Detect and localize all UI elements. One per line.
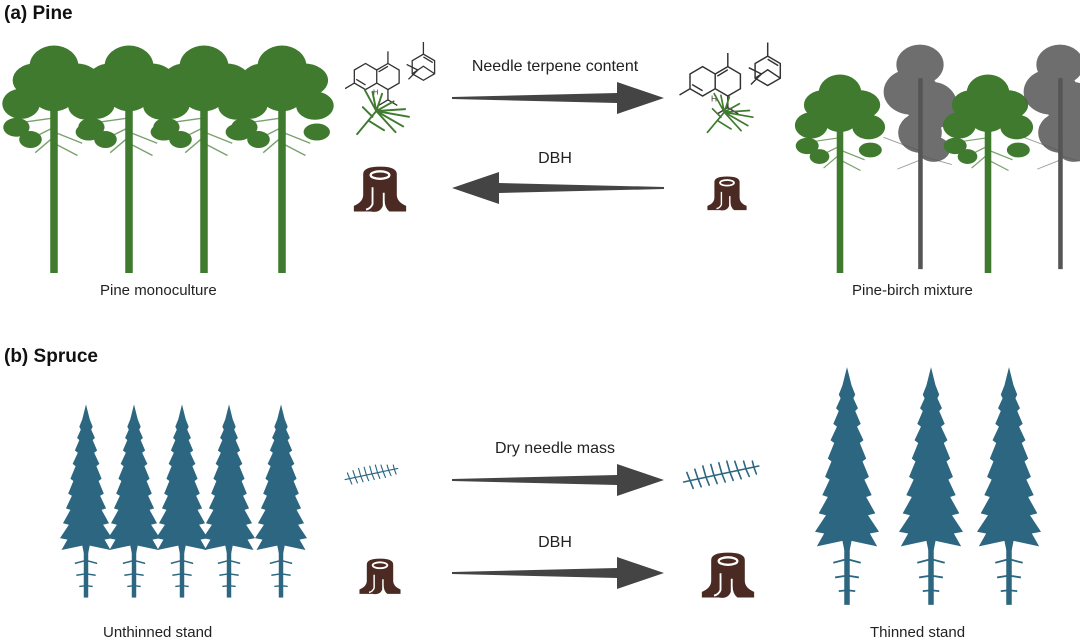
unthinned-stand-caption: Unthinned stand <box>103 624 213 641</box>
arrow-right <box>452 82 664 114</box>
spruce-tree <box>899 355 963 617</box>
pine-monoculture-stand <box>0 38 320 273</box>
tree-stump-icon-small <box>706 176 748 212</box>
pine-monoculture-caption: Pine monoculture <box>100 282 217 299</box>
pine-tree <box>228 38 336 273</box>
needle-terpene-label: Needle terpene content <box>471 58 639 75</box>
arrow-left <box>452 172 664 204</box>
tree-stump-icon-large <box>352 166 408 214</box>
thinned-spruce-stand <box>815 355 1035 617</box>
tree-stump-icon-small <box>358 558 402 596</box>
spruce-tree <box>815 355 879 617</box>
spruce-tree <box>156 385 208 617</box>
spruce-tree <box>255 385 307 617</box>
dbh-label-spruce: DBH <box>538 534 572 551</box>
spruce-tree <box>977 355 1041 617</box>
panel-b-title: (b) Spruce <box>4 346 98 367</box>
pine-needle-icon <box>355 88 413 136</box>
thinned-stand-caption: Thinned stand <box>870 624 966 641</box>
spruce-twig-icon-small <box>344 460 400 488</box>
panel-a-title: (a) Pine <box>4 3 73 24</box>
spruce-tree <box>203 385 255 617</box>
spruce-tree <box>108 385 160 617</box>
arrow-right <box>452 557 664 589</box>
spruce-tree <box>60 385 112 617</box>
birch-tree <box>1010 38 1080 273</box>
unthinned-spruce-stand <box>60 385 320 617</box>
pine-needle-icon <box>705 92 757 134</box>
dry-needle-mass-label: Dry needle mass <box>494 440 616 457</box>
tree-stump-icon-large <box>700 552 756 600</box>
pine-birch-mixture-caption: Pine-birch mixture <box>852 282 973 299</box>
arrow-right <box>452 464 664 496</box>
spruce-twig-icon-large <box>682 456 762 492</box>
pine-birch-mixture-stand <box>790 38 1080 273</box>
dbh-label-pine: DBH <box>538 150 572 167</box>
